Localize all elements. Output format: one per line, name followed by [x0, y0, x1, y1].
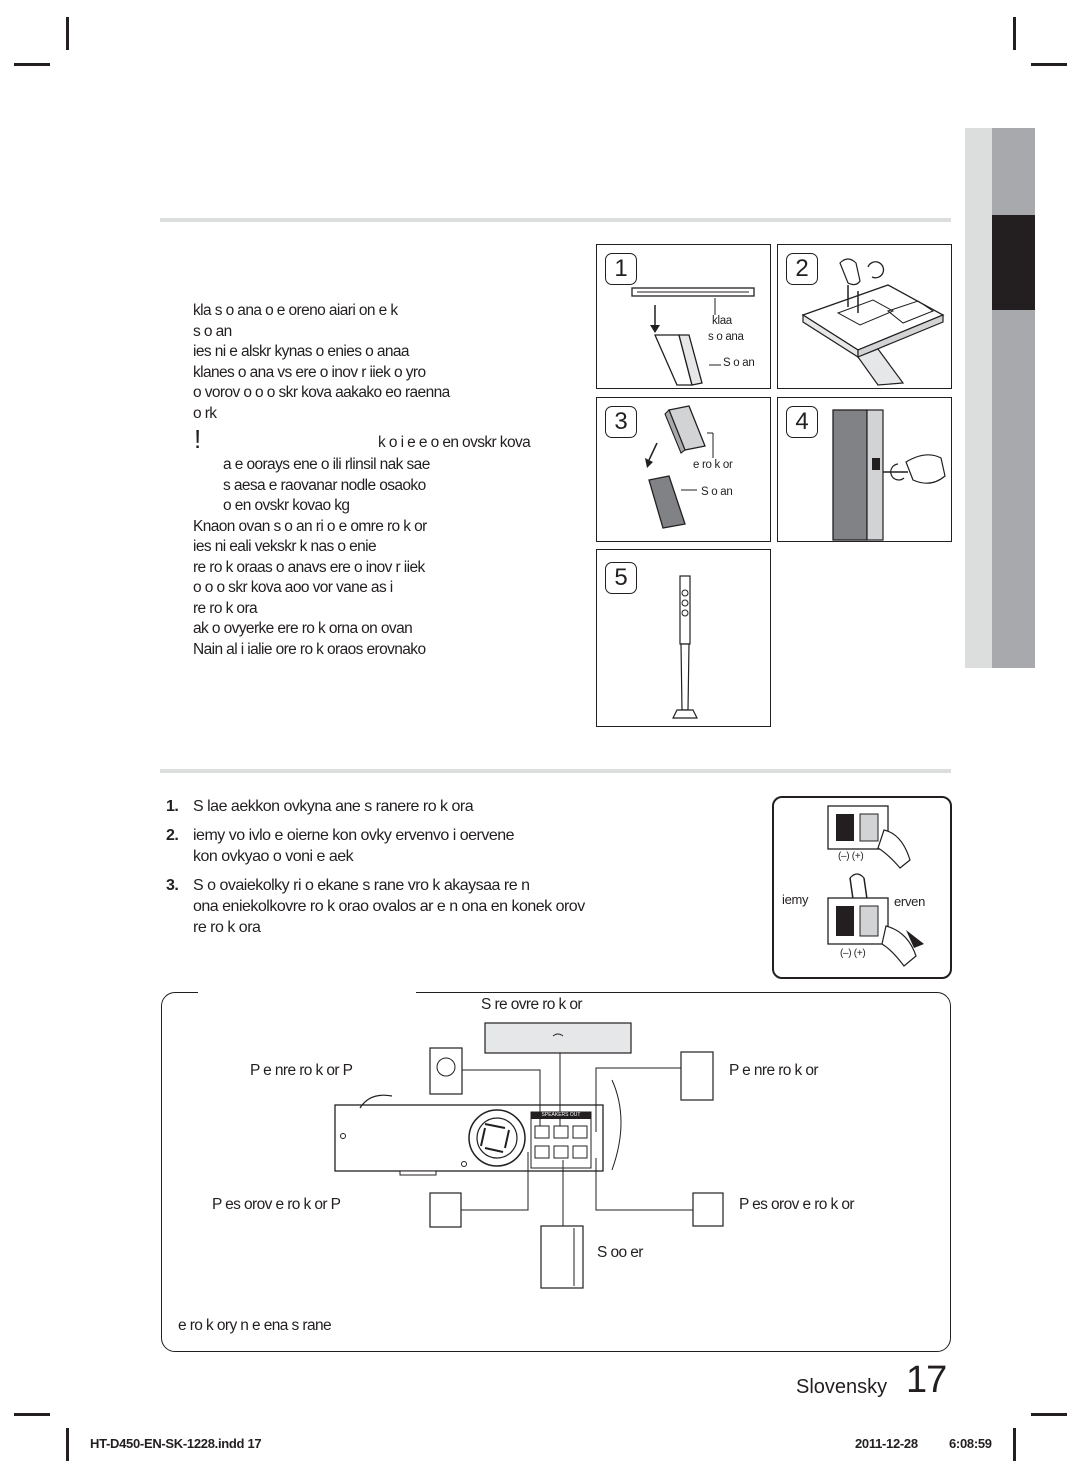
- subwoofer-label: S oo er: [597, 1244, 643, 1261]
- step-3-panel: 3 e ro k or S o an: [596, 397, 771, 542]
- crop-mark: [1031, 63, 1067, 66]
- diagram-note: e ro k ory n e ena s rane: [178, 1317, 332, 1334]
- speaker-terminal-illustration: [827, 805, 924, 967]
- caution-heading: k o i e e o en ovskr kova: [378, 434, 531, 451]
- page-language: Slovensky: [796, 1376, 888, 1398]
- front-right-label: P e nre ro k or: [729, 1062, 819, 1079]
- text-line: re ro k oraas o anavs ere o inov r iiek: [193, 558, 425, 576]
- crop-mark: [1031, 1413, 1067, 1416]
- step-number: 1.: [166, 798, 179, 815]
- page-number: 17: [906, 1359, 947, 1401]
- crop-mark: [66, 17, 69, 50]
- step-text: ona eniekolkovre ro k orao ovalos ar e n…: [193, 898, 585, 915]
- step-number: 2.: [166, 827, 179, 844]
- step-text: kon ovkyao o voni e aek: [193, 848, 354, 865]
- text-line: o en ovskr kovao kg: [223, 497, 350, 514]
- step-2-panel: 2: [777, 244, 952, 389]
- frame-gap: [198, 990, 416, 996]
- caution-icon: !: [194, 424, 202, 454]
- step-text: S o ovaiekolky ri o ekane s rane vro k a…: [193, 877, 530, 894]
- instruction-text: kla s o ana o e oreno aiari on e k s o a…: [193, 301, 450, 424]
- stand-assembly-illustration: [631, 287, 755, 386]
- label-black: iemy: [782, 892, 809, 907]
- text-line: s aesa e raovanar nodle osaoko: [223, 476, 426, 494]
- step-number: 3: [605, 406, 637, 438]
- step-4-panel: 4: [777, 397, 952, 542]
- step-number: 4: [786, 406, 818, 438]
- crop-mark: [14, 63, 50, 66]
- speaker-layout-diagram: [161, 990, 951, 1352]
- assembled-speaker-illustration: [672, 575, 698, 719]
- side-tab-active: [992, 215, 1035, 310]
- section-rule-middle: [160, 769, 951, 773]
- step-number: 1: [605, 253, 637, 285]
- screw-tighten-illustration: [832, 409, 946, 541]
- text-line: a e oorays ene o ili rlinsil nak sae: [223, 456, 430, 473]
- speaker-attach-illustration: [645, 405, 714, 529]
- text-line: re ro k ora: [193, 599, 258, 617]
- text-line: Knaon ovan s o an ri o e omre ro k or: [193, 517, 427, 535]
- step-text: iemy vo ivlo e oierne kon ovky ervenvo i…: [193, 827, 515, 844]
- text-line: kla s o ana o e oreno aiari on e k: [193, 302, 398, 319]
- front-left-label: P e nre ro k or P: [250, 1062, 353, 1079]
- text-line: ies ni eali vekskr k nas o enie: [193, 538, 377, 555]
- text-line: o o o skr kova aoo vor vane as i: [193, 579, 393, 596]
- label-base-stand: s o ana: [708, 331, 744, 343]
- center-speaker-label: S re ovre ro k or: [481, 996, 583, 1013]
- side-tab-gray: [992, 128, 1035, 668]
- caution-text: a e oorays ene o ili rlinsil nak sae s a…: [193, 455, 430, 660]
- footer-date: 2011-12-28: [855, 1436, 918, 1451]
- label-stand: S o an: [701, 486, 733, 498]
- step-text: re ro k ora: [193, 919, 261, 936]
- crop-mark: [14, 1413, 50, 1416]
- footer-filename: HT-D450-EN-SK-1228.indd 17: [90, 1436, 262, 1451]
- step-1-panel: 1 klaa s o ana S o an: [596, 244, 771, 389]
- text-line: ak o ovyerke ere ro k orna on ovan: [193, 620, 413, 637]
- text-line: s o an: [193, 322, 232, 340]
- step-5-panel: 5: [596, 549, 771, 727]
- label-red: erven: [894, 894, 926, 909]
- surround-right-label: P es orov e ro k or: [739, 1196, 855, 1213]
- text-line: ies ni e alskr kynas o enies o anaa: [193, 343, 410, 360]
- step-number: 2: [786, 253, 818, 285]
- side-tab-light: [965, 128, 992, 668]
- label-stand: S o an: [723, 357, 755, 369]
- label-base: klaa: [712, 315, 732, 327]
- section-rule-top: [160, 218, 951, 222]
- terminal-connection-panel: (–) (+) iemy erven (–) (+): [772, 796, 952, 979]
- footer-time: 6:08:59: [949, 1436, 992, 1451]
- receiver-panel-title: SPEAKERS OUT: [541, 1112, 581, 1118]
- polarity-label: (–) (+): [838, 851, 864, 862]
- crop-mark: [1013, 17, 1016, 50]
- step-number: 5: [605, 562, 637, 594]
- surround-left-label: P es orov e ro k or P: [212, 1196, 341, 1213]
- crop-mark: [66, 1428, 69, 1461]
- text-line: o vorov o o o skr kova aakako eo raenna: [193, 384, 450, 401]
- text-line: Nain al i ialie ore ro k oraos erovnako: [193, 640, 426, 658]
- text-line: klanes o ana vs ere o inov r iiek o yro: [193, 363, 426, 381]
- crop-mark: [1013, 1428, 1016, 1461]
- step-number: 3.: [166, 877, 179, 894]
- polarity-label: (–) (+): [840, 948, 866, 959]
- screw-base-illustration: [801, 258, 945, 386]
- step-text: S lae aekkon ovkyna ane s ranere ro k or…: [193, 798, 474, 815]
- label-speaker: e ro k or: [693, 459, 733, 471]
- text-line: o rk: [193, 404, 217, 422]
